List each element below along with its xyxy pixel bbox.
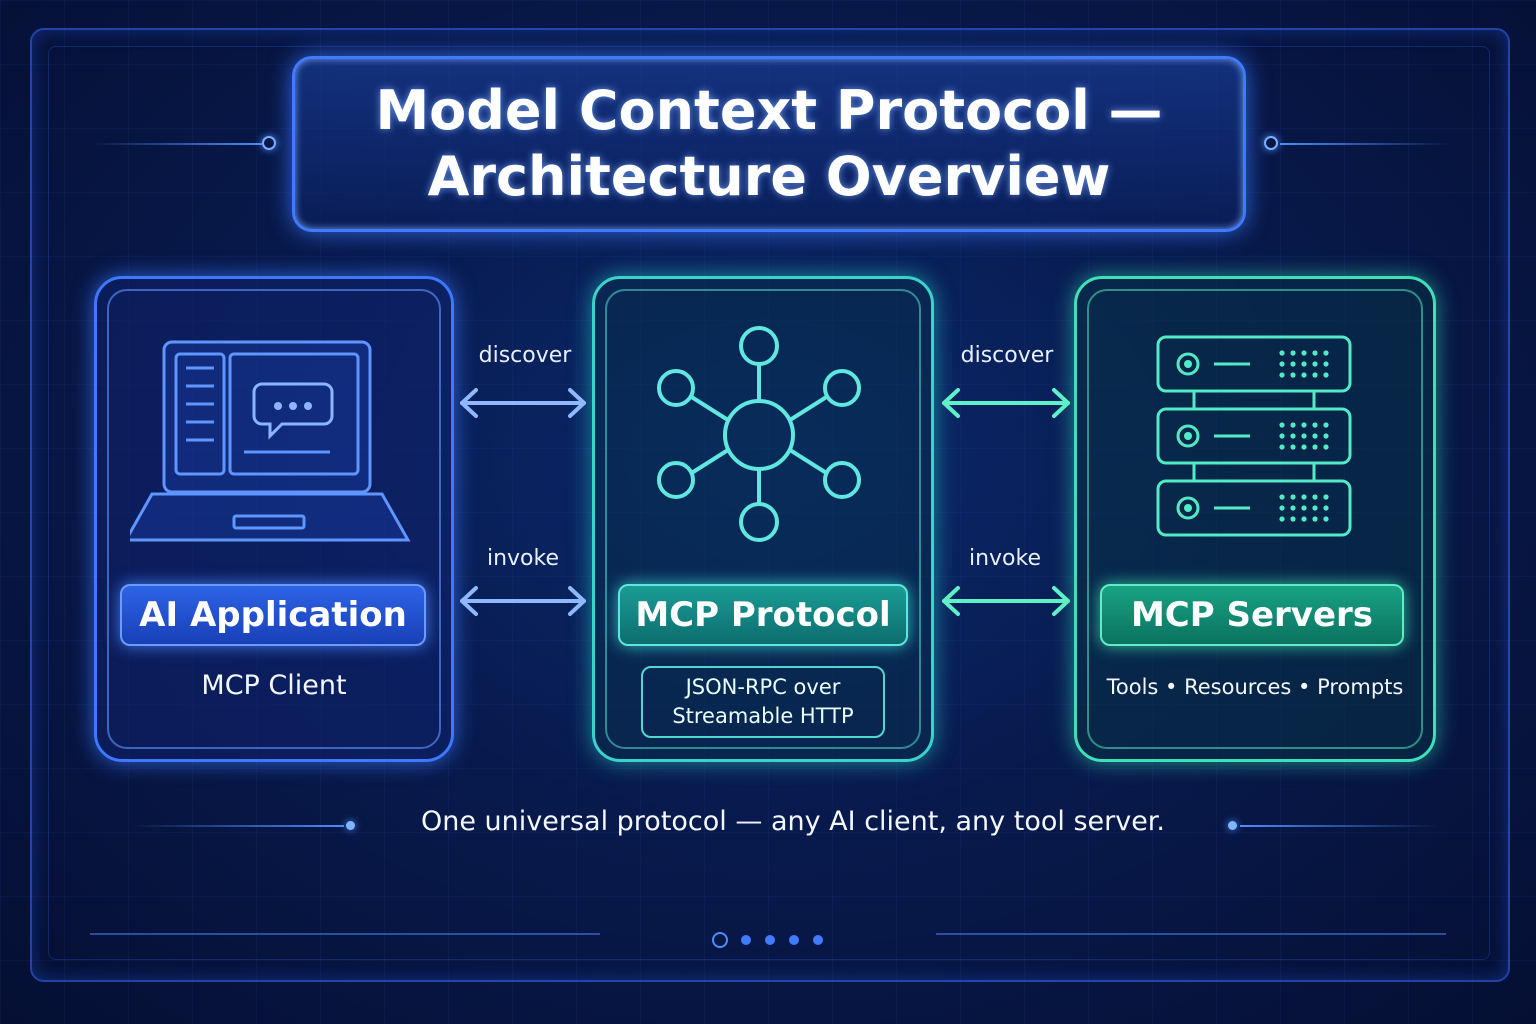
mcp-servers-label: MCP Servers bbox=[1100, 584, 1404, 646]
server-indicator-dot bbox=[1290, 422, 1296, 428]
server-indicator-dot bbox=[1301, 350, 1307, 356]
server-indicator-dot bbox=[1290, 433, 1296, 439]
servers-panel bbox=[1074, 276, 1436, 762]
transport-line-1: JSON-RPC over bbox=[685, 675, 841, 699]
server-indicator-dot bbox=[1312, 444, 1318, 450]
server-indicator-dot bbox=[1323, 444, 1329, 450]
server-indicator-dot bbox=[1279, 444, 1285, 450]
server-indicator-dot bbox=[1279, 433, 1285, 439]
server-indicator-dot bbox=[1312, 494, 1318, 500]
server-indicator-dot bbox=[1301, 433, 1307, 439]
server-indicator-dot bbox=[1279, 505, 1285, 511]
transport-line-2: Streamable HTTP bbox=[672, 704, 854, 728]
server-indicator-dot bbox=[1301, 372, 1307, 378]
servers-panel-inner bbox=[1087, 289, 1423, 749]
title-rule-right bbox=[1280, 143, 1452, 145]
server-indicator-dot bbox=[1312, 505, 1318, 511]
server-indicator-dot bbox=[1290, 505, 1296, 511]
title-dot-left bbox=[262, 136, 276, 150]
ai-application-label: AI Application bbox=[120, 584, 426, 646]
title-rule-left bbox=[90, 143, 262, 145]
server-indicator-dot bbox=[1290, 516, 1296, 522]
server-indicator-dot bbox=[1301, 494, 1307, 500]
title-line-2: Architecture Overview bbox=[427, 145, 1111, 208]
server-indicator-dot bbox=[1323, 361, 1329, 367]
server-indicator-dot bbox=[1301, 444, 1307, 450]
outer-frame bbox=[30, 28, 1510, 982]
footer-rule-left bbox=[130, 825, 344, 827]
server-indicator-dot bbox=[1323, 372, 1329, 378]
server-indicator-dot bbox=[1312, 361, 1318, 367]
server-indicator-dot bbox=[1290, 350, 1296, 356]
server-indicator-dot bbox=[1290, 361, 1296, 367]
footer-dot-right bbox=[1228, 821, 1237, 830]
server-indicator-dot bbox=[1312, 350, 1318, 356]
right-discover-arrow bbox=[942, 388, 1070, 418]
server-indicator-dot bbox=[1312, 372, 1318, 378]
title-dot-right bbox=[1264, 136, 1278, 150]
client-panel-inner bbox=[107, 289, 441, 749]
footer-dot-left bbox=[346, 821, 355, 830]
server-indicator-dot bbox=[1290, 494, 1296, 500]
inner-frame bbox=[48, 46, 1490, 960]
server-indicator-dot bbox=[1323, 350, 1329, 356]
left-discover-label: discover bbox=[478, 343, 572, 368]
right-invoke-arrow bbox=[942, 586, 1070, 616]
server-indicator-dot bbox=[1301, 422, 1307, 428]
left-invoke-arrow bbox=[460, 586, 586, 616]
right-invoke-label: invoke bbox=[968, 546, 1042, 571]
right-discover-label: discover bbox=[960, 343, 1054, 368]
footer-rule-right bbox=[1240, 825, 1440, 827]
server-indicator-dot bbox=[1279, 372, 1285, 378]
server-indicator-dot bbox=[1279, 494, 1285, 500]
title-banner: Model Context Protocol — Architecture Ov… bbox=[292, 56, 1246, 232]
bottom-ornament bbox=[90, 932, 1446, 948]
server-indicator-dot bbox=[1312, 516, 1318, 522]
server-indicator-dot bbox=[1279, 350, 1285, 356]
server-indicator-dot bbox=[1301, 505, 1307, 511]
server-indicator-dot bbox=[1323, 494, 1329, 500]
mcp-client-subtitle: MCP Client bbox=[201, 670, 347, 701]
protocol-panel-inner bbox=[605, 289, 921, 749]
left-discover-arrow bbox=[460, 388, 586, 418]
protocol-panel bbox=[592, 276, 934, 762]
network-hub-icon bbox=[657, 326, 861, 542]
server-indicator-dot bbox=[1279, 516, 1285, 522]
server-indicator-dot bbox=[1312, 433, 1318, 439]
mcp-protocol-label: MCP Protocol bbox=[618, 584, 908, 646]
laptop-chat-icon bbox=[130, 340, 411, 542]
server-indicator-dot bbox=[1301, 516, 1307, 522]
server-stack-icon bbox=[1156, 335, 1352, 537]
client-panel bbox=[94, 276, 454, 762]
server-indicator-dot bbox=[1290, 372, 1296, 378]
server-indicator-dot bbox=[1323, 422, 1329, 428]
server-indicator-dot bbox=[1279, 422, 1285, 428]
server-indicator-dot bbox=[1301, 361, 1307, 367]
server-capabilities: Tools • Resources • Prompts bbox=[1106, 675, 1404, 699]
left-invoke-label: invoke bbox=[486, 546, 560, 571]
server-indicator-dot bbox=[1323, 433, 1329, 439]
footer-tagline: One universal protocol — any AI client, … bbox=[420, 806, 1166, 837]
transport-box: JSON-RPC over Streamable HTTP bbox=[641, 666, 885, 738]
server-indicator-dot bbox=[1279, 361, 1285, 367]
title-line-1: Model Context Protocol — bbox=[375, 79, 1163, 142]
server-indicator-dot bbox=[1312, 422, 1318, 428]
server-indicator-dot bbox=[1323, 505, 1329, 511]
server-indicator-dot bbox=[1323, 516, 1329, 522]
server-indicator-dot bbox=[1290, 444, 1296, 450]
